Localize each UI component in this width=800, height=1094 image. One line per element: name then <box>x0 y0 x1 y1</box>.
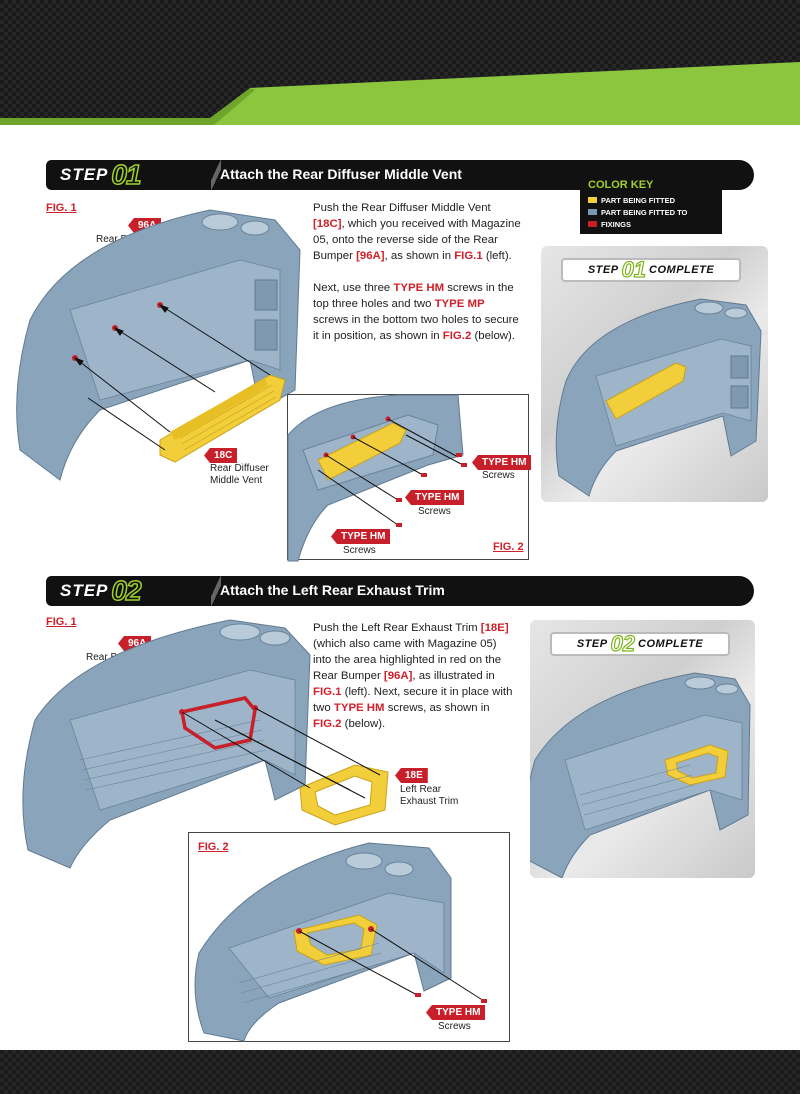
footer-carbon-band <box>0 1050 800 1094</box>
step2-fig2-label: FIG. 2 <box>198 841 229 853</box>
step1-fig1-label: FIG. 1 <box>46 202 77 214</box>
step2-paragraph: Push the Left Rear Exhaust Trim [18E] (w… <box>313 622 513 730</box>
step2-fig1-label: FIG. 1 <box>46 616 77 628</box>
step1-fig1-bumper-illustration <box>16 209 301 481</box>
step1-tag-18c: 18C <box>204 448 238 463</box>
step2-fig2-caption: Screws <box>438 1021 471 1032</box>
color-key-row-fixings: FIXINGS <box>588 218 714 230</box>
header-carbon-band <box>0 0 800 125</box>
step1-caption-vent-1: Rear Diffuser <box>210 463 269 474</box>
color-key-row-fitted-to: PART BEING FITTED TO <box>588 206 714 218</box>
step2-badge: STEP 02 <box>60 574 142 607</box>
step2-fig2-illustration <box>194 842 487 1042</box>
step2-caption-trim-1: Left Rear <box>400 784 442 795</box>
step1-fig2-label: FIG. 2 <box>493 541 524 553</box>
step2-fig2-box: FIG. 2 <box>188 832 510 1042</box>
step2-fig2-tag: TYPE HM <box>426 1005 486 1020</box>
step2-fig1-bumper-illustration <box>22 619 389 869</box>
step1-complete-badge: STEP 01 COMPLETE <box>561 256 741 283</box>
step1-title: Attach the Rear Diffuser Middle Vent <box>220 166 462 182</box>
step1-fig2-caption-1: Screws <box>482 470 515 481</box>
step1-fig2-caption-3: Screws <box>343 545 376 556</box>
step2-complete-illustration <box>530 672 751 878</box>
step1-fig2-caption-2: Screws <box>418 506 451 517</box>
step2-complete-panel: STEP 02 COMPLETE <box>530 620 755 878</box>
step2-title: Attach the Left Rear Exhaust Trim <box>220 582 445 598</box>
color-key-row-fitted: PART BEING FITTED <box>588 194 714 206</box>
step2-complete-badge: STEP 02 COMPLETE <box>550 630 730 657</box>
step1-fig2-tag-2: TYPE HM <box>405 490 465 505</box>
step1-fig2-box: FIG. 2 <box>287 394 529 562</box>
step1-fig2-tag-1: TYPE HM <box>472 455 532 470</box>
header-green-swoosh <box>0 62 800 125</box>
color-key-legend: COLOR KEY PART BEING FITTED PART BEING F… <box>580 174 722 234</box>
step1-caption-vent-2: Middle Vent <box>210 475 263 486</box>
step1-badge: STEP 01 <box>60 158 142 191</box>
step1-instructions: Push the Rear Diffuser Middle Vent [18C]… <box>313 200 523 344</box>
step1-fig2-tag-3: TYPE HM <box>331 529 391 544</box>
step1-complete-panel: STEP 01 COMPLETE <box>541 246 768 502</box>
step1-paragraph-2: Next, use three TYPE HM screws in the to… <box>313 282 519 342</box>
step2-instructions: Push the Left Rear Exhaust Trim [18E] (w… <box>313 620 513 732</box>
step1-complete-illustration <box>555 298 762 497</box>
step2-tag-18e: 18E <box>395 768 428 783</box>
step2-caption-trim-2: Exhaust Trim <box>400 796 459 807</box>
step1-paragraph-1: Push the Rear Diffuser Middle Vent [18C]… <box>313 202 521 262</box>
step1-fig2-illustration <box>287 394 467 562</box>
step2-header: STEP 02 Attach the Left Rear Exhaust Tri… <box>46 574 754 607</box>
